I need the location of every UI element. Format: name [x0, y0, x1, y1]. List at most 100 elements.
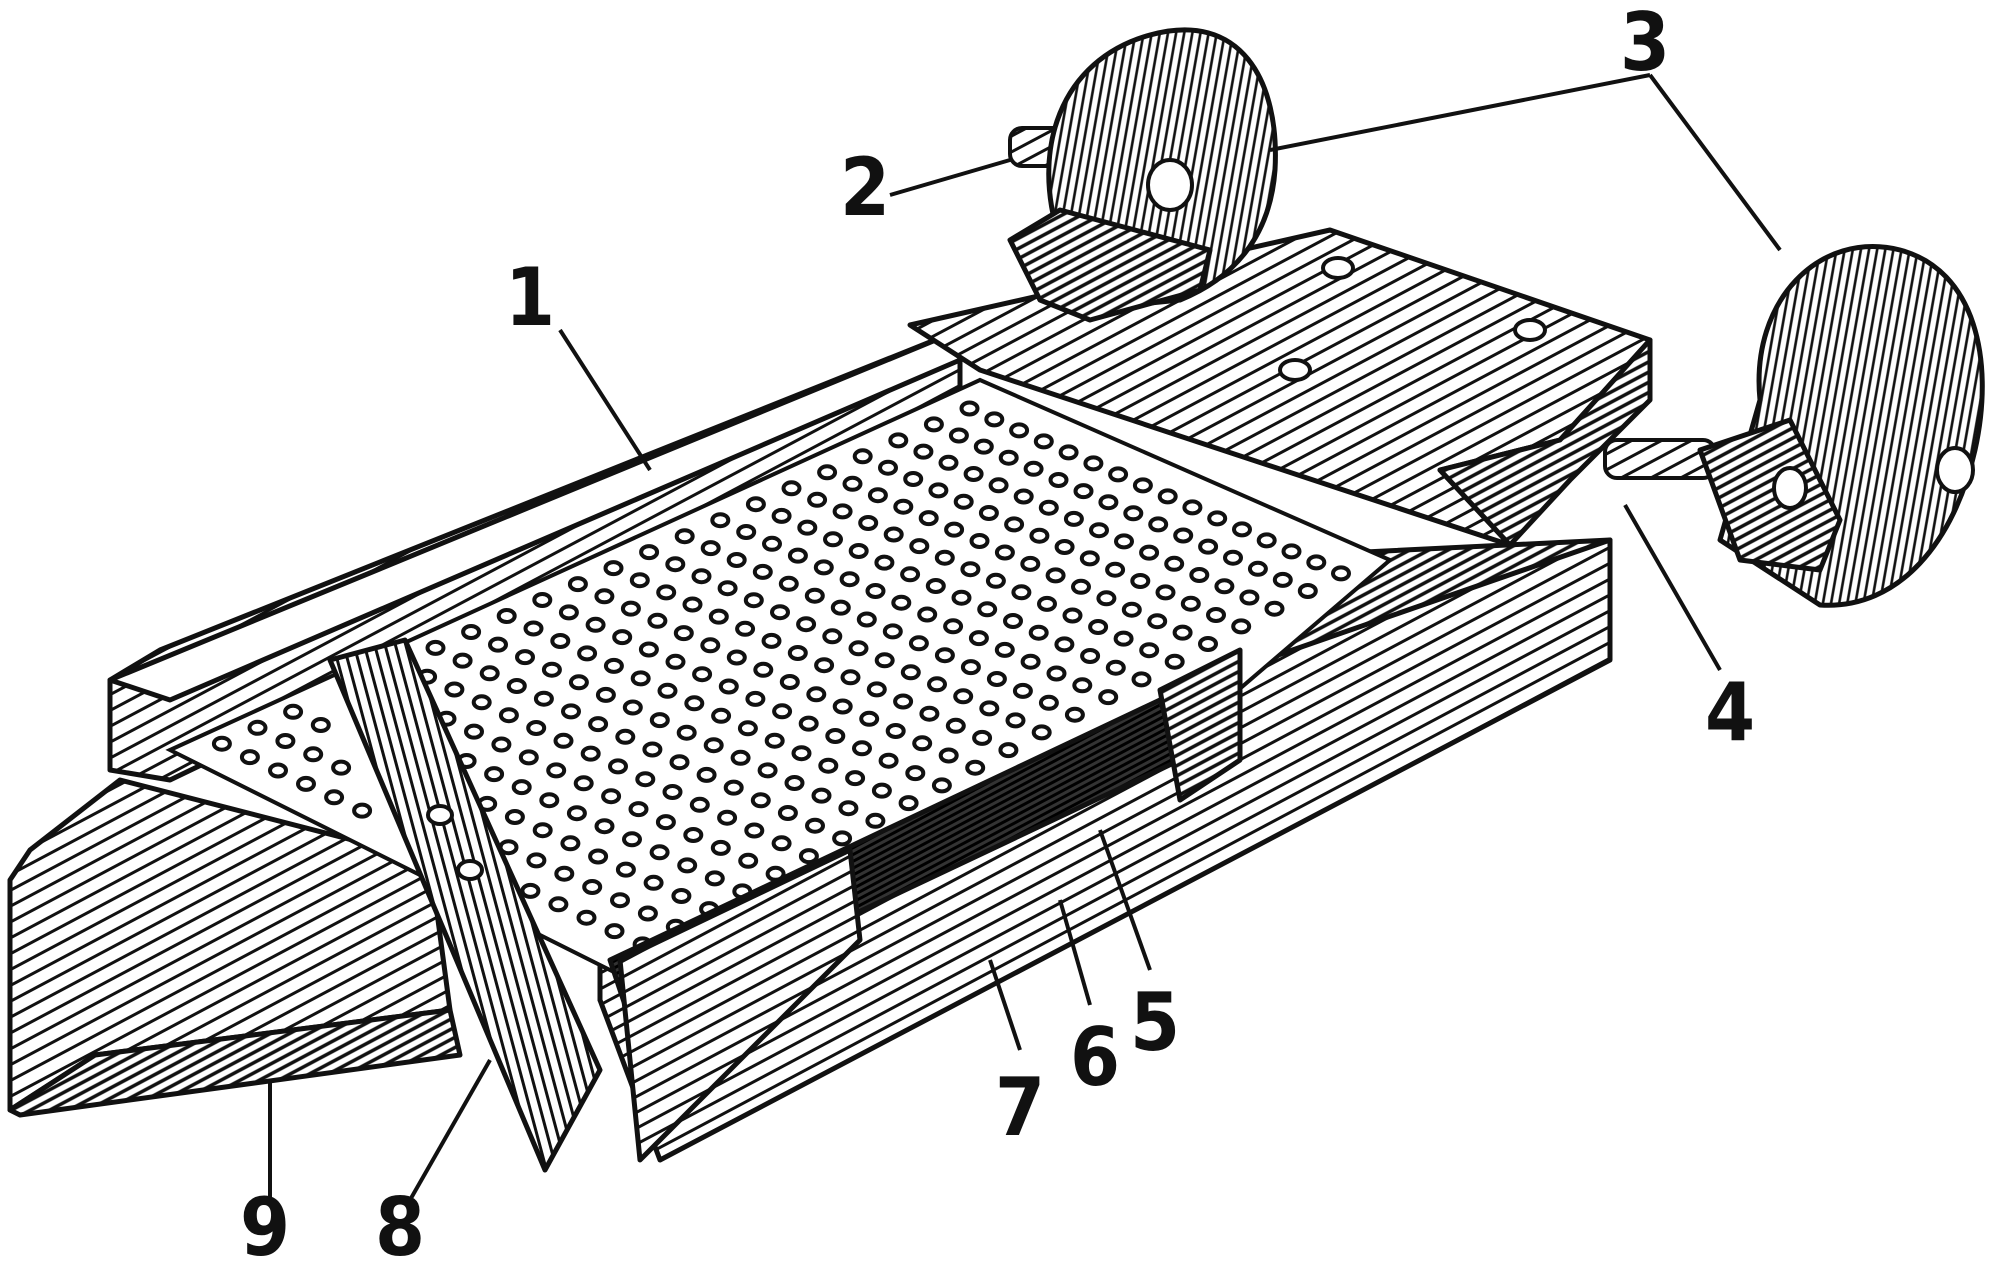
- sieve-hole: [1054, 539, 1075, 555]
- sieve-hole: [1331, 565, 1351, 582]
- sieve-hole: [811, 787, 832, 804]
- sieve-hole: [595, 686, 616, 703]
- sieve-hole: [1038, 499, 1059, 516]
- sieve-hole: [283, 703, 304, 720]
- sieve-hole: [1157, 488, 1178, 505]
- sieve-hole: [603, 657, 624, 674]
- sieve-hole: [1123, 505, 1144, 522]
- sieve-hole: [804, 587, 825, 604]
- sieve-hole: [518, 749, 539, 766]
- sieve-hole: [738, 852, 759, 869]
- sieve-hole: [1045, 567, 1066, 584]
- sieve-hole: [324, 789, 345, 806]
- callout-5: 5: [1130, 976, 1180, 1069]
- sieve-hole: [696, 766, 717, 783]
- sieve-hole: [770, 604, 790, 621]
- callout-2: 2: [840, 141, 890, 234]
- sieve-hole: [1005, 712, 1026, 729]
- sieve-hole: [858, 515, 879, 531]
- sieve-hole: [832, 503, 853, 520]
- sieve-hole: [1058, 444, 1079, 461]
- sieve-hole: [711, 707, 732, 724]
- sieve-hole: [972, 729, 993, 746]
- sieve-hole: [865, 812, 886, 829]
- sieve-hole: [737, 720, 758, 737]
- sieve-hole: [814, 657, 835, 674]
- sieve-hole: [682, 596, 703, 613]
- sieve-hole: [994, 544, 1015, 561]
- sieve-hole: [331, 759, 352, 776]
- sieve-hole: [856, 611, 877, 628]
- sieve-hole: [576, 909, 597, 926]
- sieve-hole: [1264, 600, 1285, 617]
- sieve-hole: [805, 817, 825, 834]
- sieve-hole: [649, 712, 670, 729]
- sieve-hole: [1031, 724, 1052, 741]
- sieve-hole: [1033, 433, 1054, 450]
- sieve-hole: [960, 659, 981, 676]
- sieve-hole: [718, 678, 739, 695]
- sieve-hole: [615, 728, 636, 745]
- sieve-hole: [1256, 532, 1277, 549]
- sieve-hole: [909, 538, 930, 555]
- sieve-hole: [840, 669, 861, 686]
- sieve-hole: [874, 554, 895, 571]
- sieve-hole: [1207, 510, 1228, 527]
- sieve-hole: [1037, 595, 1057, 612]
- sieve-hole: [791, 745, 812, 762]
- sieve-hole: [1073, 483, 1094, 500]
- sieve-hole: [745, 496, 766, 513]
- sieve-hole: [717, 580, 738, 597]
- sieve-hole: [691, 568, 712, 585]
- sieve-hole: [784, 775, 805, 791]
- sieve-hole: [511, 779, 532, 796]
- sieve-hole: [762, 535, 782, 552]
- sieve-hole: [1108, 466, 1129, 483]
- sieve-hole: [643, 874, 664, 891]
- sieve-hole: [239, 749, 260, 766]
- sieve-hole: [1096, 590, 1117, 607]
- sieve-hole: [898, 795, 919, 812]
- sieve-hole: [1155, 584, 1176, 601]
- sieve-hole: [425, 639, 446, 656]
- sieve-hole: [710, 512, 731, 529]
- sieve-hole: [612, 629, 633, 646]
- wheel-right: [1603, 244, 1985, 608]
- sieve-hole: [700, 540, 721, 557]
- sieve-hole: [771, 507, 792, 524]
- sieve-hole: [908, 635, 929, 652]
- sieve-hole: [1232, 521, 1252, 538]
- callout-9: 9: [240, 1181, 290, 1266]
- sieve-hole: [1239, 589, 1260, 606]
- sieve-hole: [882, 623, 903, 640]
- sieve-hole: [504, 809, 525, 825]
- sieve-hole: [1105, 561, 1126, 578]
- sieve-hole: [1028, 624, 1049, 641]
- sieve-hole: [580, 745, 601, 762]
- sieve-hole: [554, 865, 575, 882]
- sieve-hole: [859, 710, 880, 727]
- sieve-hole: [813, 559, 834, 576]
- sieve-hole: [1048, 472, 1069, 488]
- sieve-hole: [684, 695, 705, 712]
- sieve-hole: [479, 665, 500, 682]
- sieve-hole: [771, 835, 792, 852]
- wheel-upper: [1007, 27, 1278, 323]
- sieve-hole: [865, 583, 886, 599]
- sieve-hole: [506, 678, 527, 694]
- sieve-hole: [452, 652, 473, 669]
- sieve-hole: [973, 438, 994, 455]
- sieve-hole: [1113, 630, 1134, 647]
- sieve-hole: [622, 831, 642, 848]
- sieve-hole: [461, 624, 482, 640]
- sieve-hole: [832, 698, 853, 715]
- sieve-hole: [1223, 549, 1243, 566]
- sieve-hole: [683, 827, 704, 843]
- sieve-hole: [573, 775, 594, 792]
- front-chute: [7, 777, 463, 1118]
- sieve-hole: [878, 459, 898, 476]
- sieve-hole: [268, 762, 288, 779]
- sieve-hole: [1214, 578, 1235, 595]
- sieve-hole: [963, 466, 984, 482]
- sieve-hole: [630, 670, 651, 687]
